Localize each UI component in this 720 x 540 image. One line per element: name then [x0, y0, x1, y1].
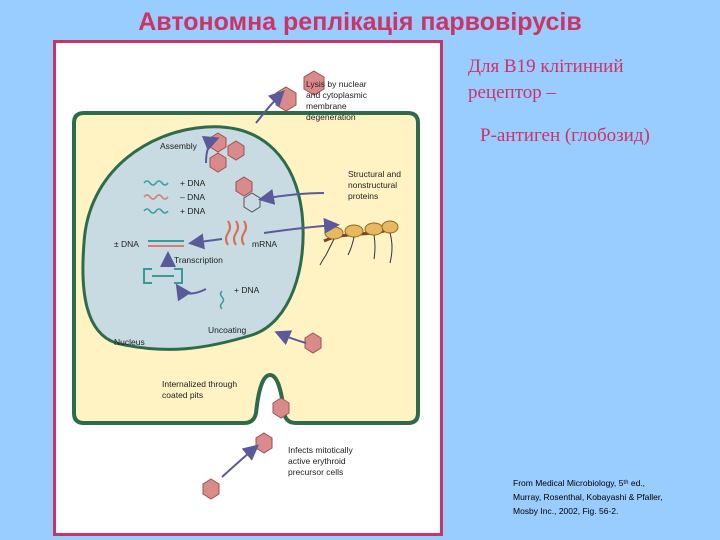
virion-release-1 [275, 86, 297, 112]
virion-assembly-2 [227, 140, 245, 161]
mrna-label: mRNA [252, 239, 277, 249]
structural-label-1: Structural and [348, 169, 401, 179]
replication-diagram: Lysis by nuclear and cytoplasmic membran… [72, 70, 420, 500]
uncoating-label: Uncoating [208, 325, 247, 335]
assembly-label: Assembly [160, 141, 198, 151]
receptor-text-line-3: Р-антиген (глобозид) [480, 125, 650, 146]
arrow-mrna-to-proteins [263, 217, 340, 234]
dna-plus-label-3: + DNA [234, 285, 260, 295]
virion-outside-1 [255, 432, 273, 454]
structural-label-2: nonstructural [348, 180, 397, 190]
mrna-wave-2 [233, 220, 239, 246]
infects-label-2: active erythroid [288, 456, 346, 466]
arrow-assembly [201, 136, 220, 164]
peptide-chain-4 [389, 232, 393, 264]
hairpin-dna [143, 268, 183, 284]
lysis-label-2: and cytoplasmic [306, 90, 368, 100]
virion-assembly-3 [209, 152, 227, 173]
transcription-label: Transcription [174, 255, 223, 265]
arrow-entry [274, 330, 307, 346]
citation-line-2: Murray, Rosenthal, Kobayashi & Pfaller, [513, 492, 663, 502]
peptide-chain-2 [347, 236, 355, 256]
arrow-infection [221, 444, 260, 478]
replication-figure: Lysis by nuclear and cytoplasmic membran… [53, 40, 443, 536]
receptor-text-line-1: Для В19 клітинний [468, 56, 624, 77]
ribosome-1 [324, 226, 344, 240]
dna-plus-label-1: + DNA [180, 178, 206, 188]
virion-release-2 [303, 70, 325, 96]
citation: From Medical Microbiology, 5ᵗʰ ed., Murr… [513, 476, 713, 518]
pm-dna-label: ± DNA [114, 239, 139, 249]
dna-plus-label-2: + DNA [180, 206, 206, 216]
infects-label-1: Infects mitotically [288, 445, 353, 455]
structural-label-3: proteins [348, 191, 378, 201]
peptide-chain-3 [373, 234, 376, 260]
internalized-label-1: Internalized through [162, 379, 237, 389]
slide-title: Автономна реплікація парвовірусів [138, 8, 582, 36]
ribosome-2 [344, 224, 364, 238]
uncoating-dna [219, 290, 225, 310]
dna-strand-3 [143, 208, 169, 214]
dna-strand-2 [143, 194, 169, 200]
infects-label-3: precursor cells [288, 467, 343, 477]
lysis-label-3: membrane [306, 101, 347, 111]
mrna-wave-1 [225, 220, 231, 246]
ribosome-4 [381, 220, 399, 234]
mrna-wave-3 [241, 220, 247, 246]
arrow-uncoating-to-dna [175, 283, 207, 302]
citation-line-3: Mosby Inc., 2002, Fig. 56-2. [513, 506, 619, 516]
citation-line-1: From Medical Microbiology, 5ᵗʰ ed., [513, 478, 646, 488]
lysis-label-1: Lysis by nuclear [306, 79, 367, 89]
dna-strand-1 [143, 180, 169, 186]
receptor-text-line-2: рецептор – [468, 82, 557, 103]
arrow-lysis [255, 90, 285, 124]
arrow-proteins-to-nucleus [258, 189, 325, 205]
nucleus-label: Nucleus [114, 337, 145, 347]
arrow-transcription [188, 233, 223, 250]
virion-assembly-4 [235, 176, 253, 197]
peptide-chain-1 [319, 238, 335, 266]
virion-internalized [272, 397, 290, 419]
virion-entering [304, 332, 322, 354]
virion-outside-2 [202, 478, 220, 500]
lysis-label-4: degeneration [306, 112, 356, 122]
ribosome-3 [364, 222, 384, 236]
internalized-label-2: coated pits [162, 390, 203, 400]
dna-minus-label: – DNA [180, 192, 205, 202]
